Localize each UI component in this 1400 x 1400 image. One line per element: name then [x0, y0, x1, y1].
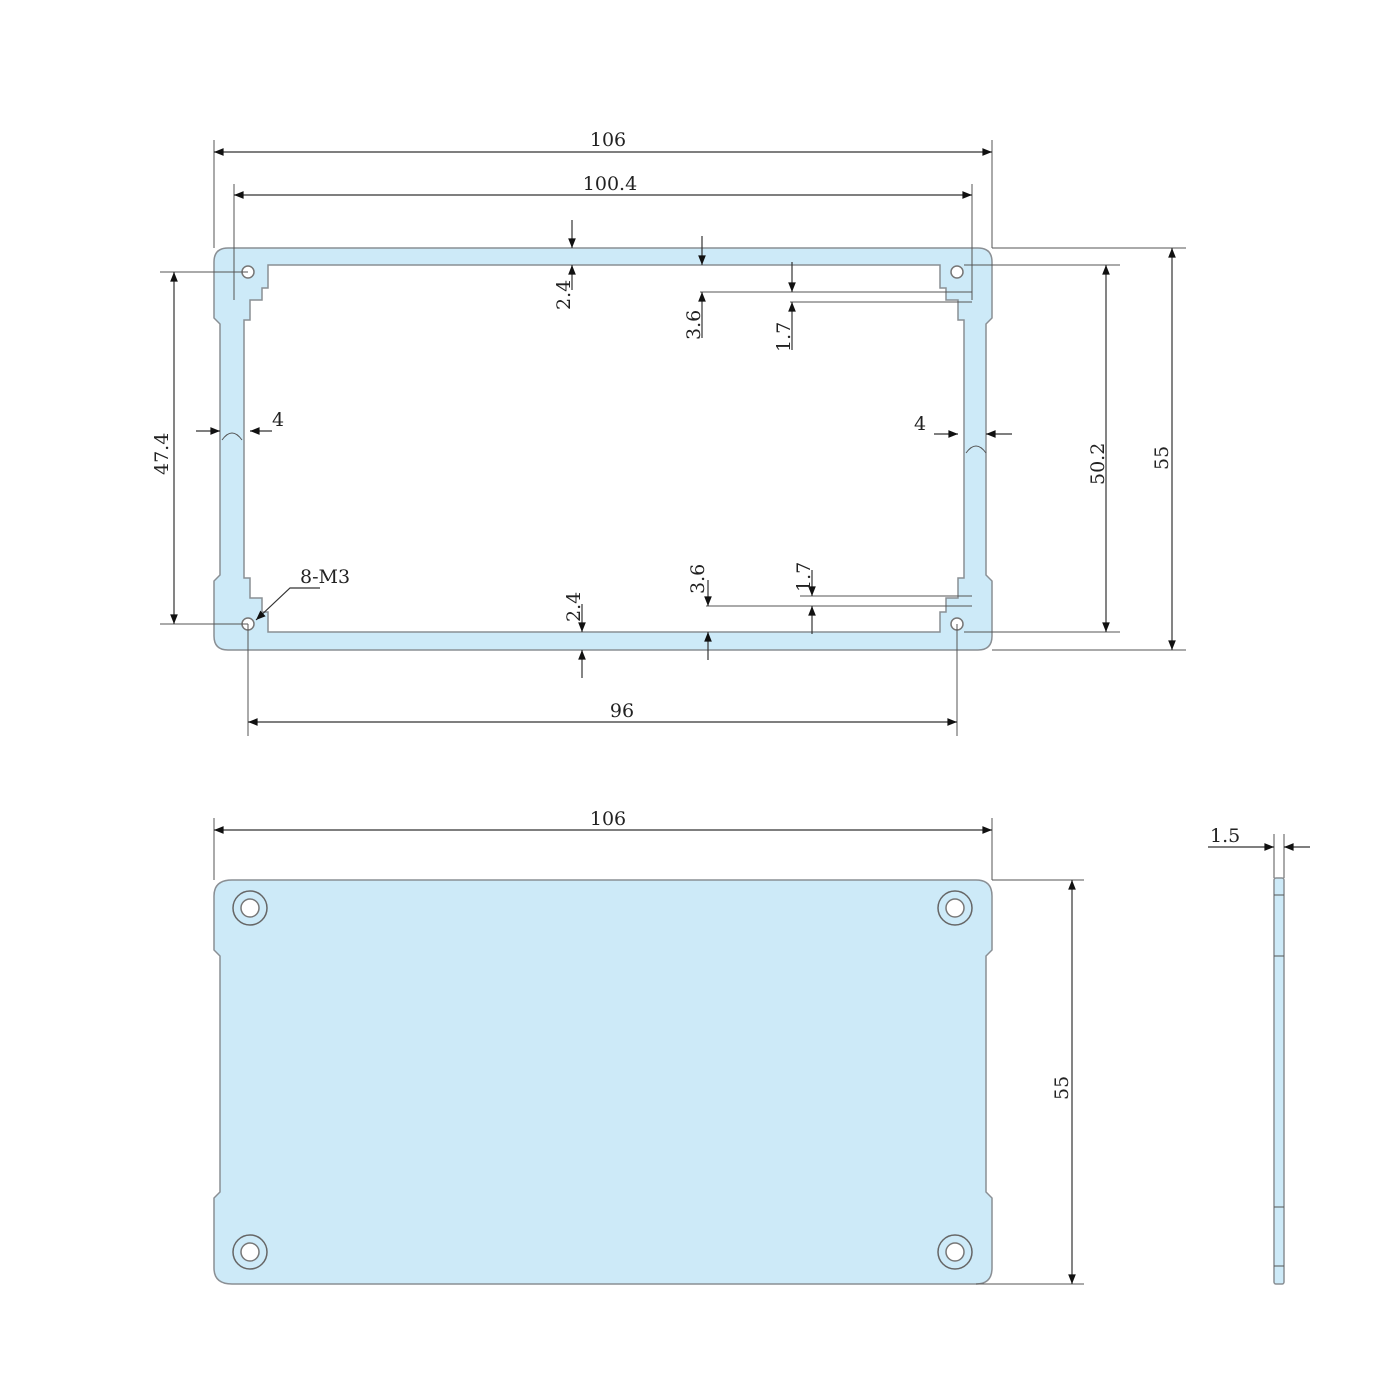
- end-cap-view: 106 55: [213, 808, 1084, 1285]
- label-bottom-slot-offset: 3.6: [687, 564, 709, 594]
- side-view: 1.5: [1208, 825, 1310, 1285]
- label-thickness: 1.5: [1210, 825, 1240, 847]
- label-inner-height: 50.2: [1087, 443, 1109, 485]
- label-right-wall: 4: [914, 413, 926, 435]
- label-cap-height: 55: [1051, 1076, 1073, 1100]
- label-hole-pitch-vertical: 47.4: [151, 433, 173, 475]
- wall-groove: [221, 432, 987, 454]
- label-overall-height: 55: [1151, 446, 1173, 470]
- extrusion-profile: [213, 247, 993, 651]
- mounting-holes: [232, 890, 973, 1270]
- label-inner-width: 100.4: [583, 173, 637, 195]
- label-screw-callout: 8-M3: [300, 566, 350, 588]
- label-hole-pitch-horizontal: 96: [610, 700, 634, 722]
- screw-channel: [950, 265, 964, 279]
- end-cap-side: [1273, 877, 1285, 1285]
- label-bottom-wall: 2.4: [563, 592, 585, 622]
- label-bottom-slot-width: 1.7: [793, 562, 815, 592]
- label-top-slot-offset: 3.6: [683, 310, 705, 340]
- label-top-slot-width: 1.7: [773, 322, 795, 352]
- end-cap-panel: [213, 879, 993, 1285]
- profile-view: 106 100.4 2.4 3.6 1.7 4 4 47.4 50.2: [151, 129, 1186, 736]
- label-top-wall: 2.4: [553, 280, 575, 310]
- label-cap-width: 106: [590, 808, 626, 830]
- label-overall-width: 106: [590, 129, 626, 151]
- label-left-wall: 4: [272, 409, 284, 431]
